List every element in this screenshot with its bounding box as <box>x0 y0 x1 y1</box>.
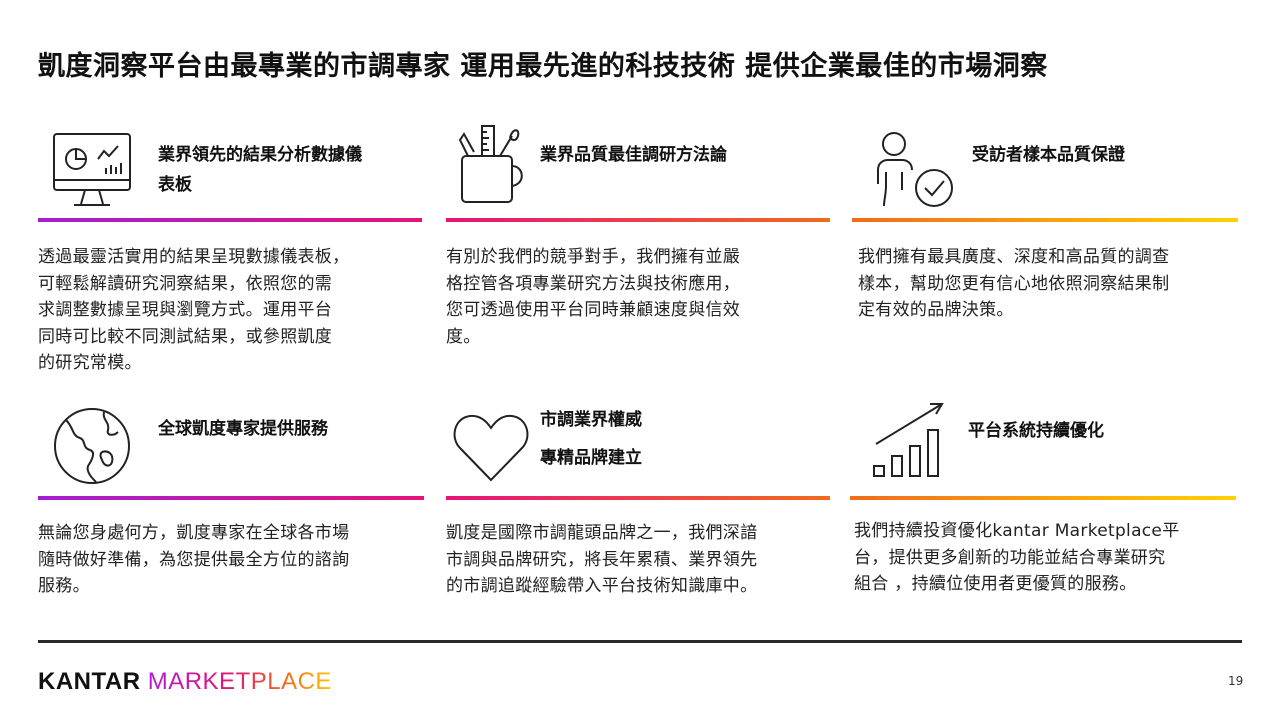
heart-icon <box>452 412 530 484</box>
card-body: 無論您身處何方，凱度專家在全球各市場 隨時做好準備，為您提供最全方位的諮詢 服務… <box>38 523 350 596</box>
card-gradient-rule <box>446 496 830 500</box>
card-body: 凱度是國際市調龍頭品牌之一，我們深諳 市調與品牌研究，將長年累積、業界領先 的市… <box>446 523 758 596</box>
logo-marketplace: MARKETPLACE <box>147 668 332 695</box>
card-gradient-rule <box>38 496 424 500</box>
globe-icon <box>52 406 132 486</box>
person-check-icon <box>874 130 956 210</box>
feature-card-methodology: 業界品質最佳調研方法論 有別於我們的競爭對手，我們擁有並嚴 格控管各項專業研究方… <box>446 125 834 378</box>
pencil-ruler-cup-icon <box>454 122 534 208</box>
card-body: 有別於我們的競爭對手，我們擁有並嚴 格控管各項專業研究方法與技術應用， 您可透過… <box>446 247 741 347</box>
page-title: 凱度洞察平台由最專業的市調專家 運用最先進的科技技術 提供企業最佳的市場洞察 <box>38 51 1048 82</box>
card-heading: 業界領先的結果分析數據儀 表板 <box>158 145 362 195</box>
card-heading: 受訪者樣本品質保證 <box>972 145 1125 165</box>
feature-card-platform-optimization: 平台系統持續優化 我們持續投資優化kantar Marketplace平 台，提… <box>850 400 1238 606</box>
card-gradient-rule <box>38 218 422 222</box>
feature-card-sample-quality: 受訪者樣本品質保證 我們擁有最具廣度、深度和高品質的調查 樣本，幫助您更有信心地… <box>852 128 1240 378</box>
card-body: 我們持續投資優化kantar Marketplace平 台，提供更多創新的功能並… <box>854 521 1180 594</box>
kantar-marketplace-logo: KANTAR MARKETPLACE <box>38 668 332 696</box>
logo-kantar: KANTAR <box>38 668 141 695</box>
feature-card-dashboard: 業界領先的結果分析數據儀 表板 透過最靈活實用的結果呈現數據儀表板， 可輕鬆解讀… <box>38 128 426 378</box>
card-heading: 業界品質最佳調研方法論 <box>540 145 727 165</box>
card-heading: 市調業界權威 專精品牌建立 <box>540 410 642 468</box>
footer-divider <box>38 640 1242 643</box>
page-number: 19 <box>1228 674 1244 688</box>
dashboard-monitor-icon <box>52 132 134 210</box>
card-heading: 全球凱度專家提供服務 <box>158 419 328 439</box>
card-gradient-rule <box>852 218 1238 222</box>
feature-card-global-experts: 全球凱度專家提供服務 無論您身處何方，凱度專家在全球各市場 隨時做好準備，為您提… <box>38 406 426 606</box>
card-heading: 平台系統持續優化 <box>968 421 1104 441</box>
card-body: 我們擁有最具廣度、深度和高品質的調查 樣本，幫助您更有信心地依照洞察結果制 定有… <box>858 247 1170 320</box>
card-gradient-rule <box>850 496 1236 500</box>
card-body: 透過最靈活實用的結果呈現數據儀表板， 可輕鬆解讀研究洞察結果，依照您的需 求調整… <box>38 247 350 373</box>
growth-chart-icon <box>870 400 952 480</box>
feature-card-brand-authority: 市調業界權威 專精品牌建立 凱度是國際市調龍頭品牌之一，我們深諳 市調與品牌研究… <box>446 406 834 606</box>
card-gradient-rule <box>446 218 830 222</box>
